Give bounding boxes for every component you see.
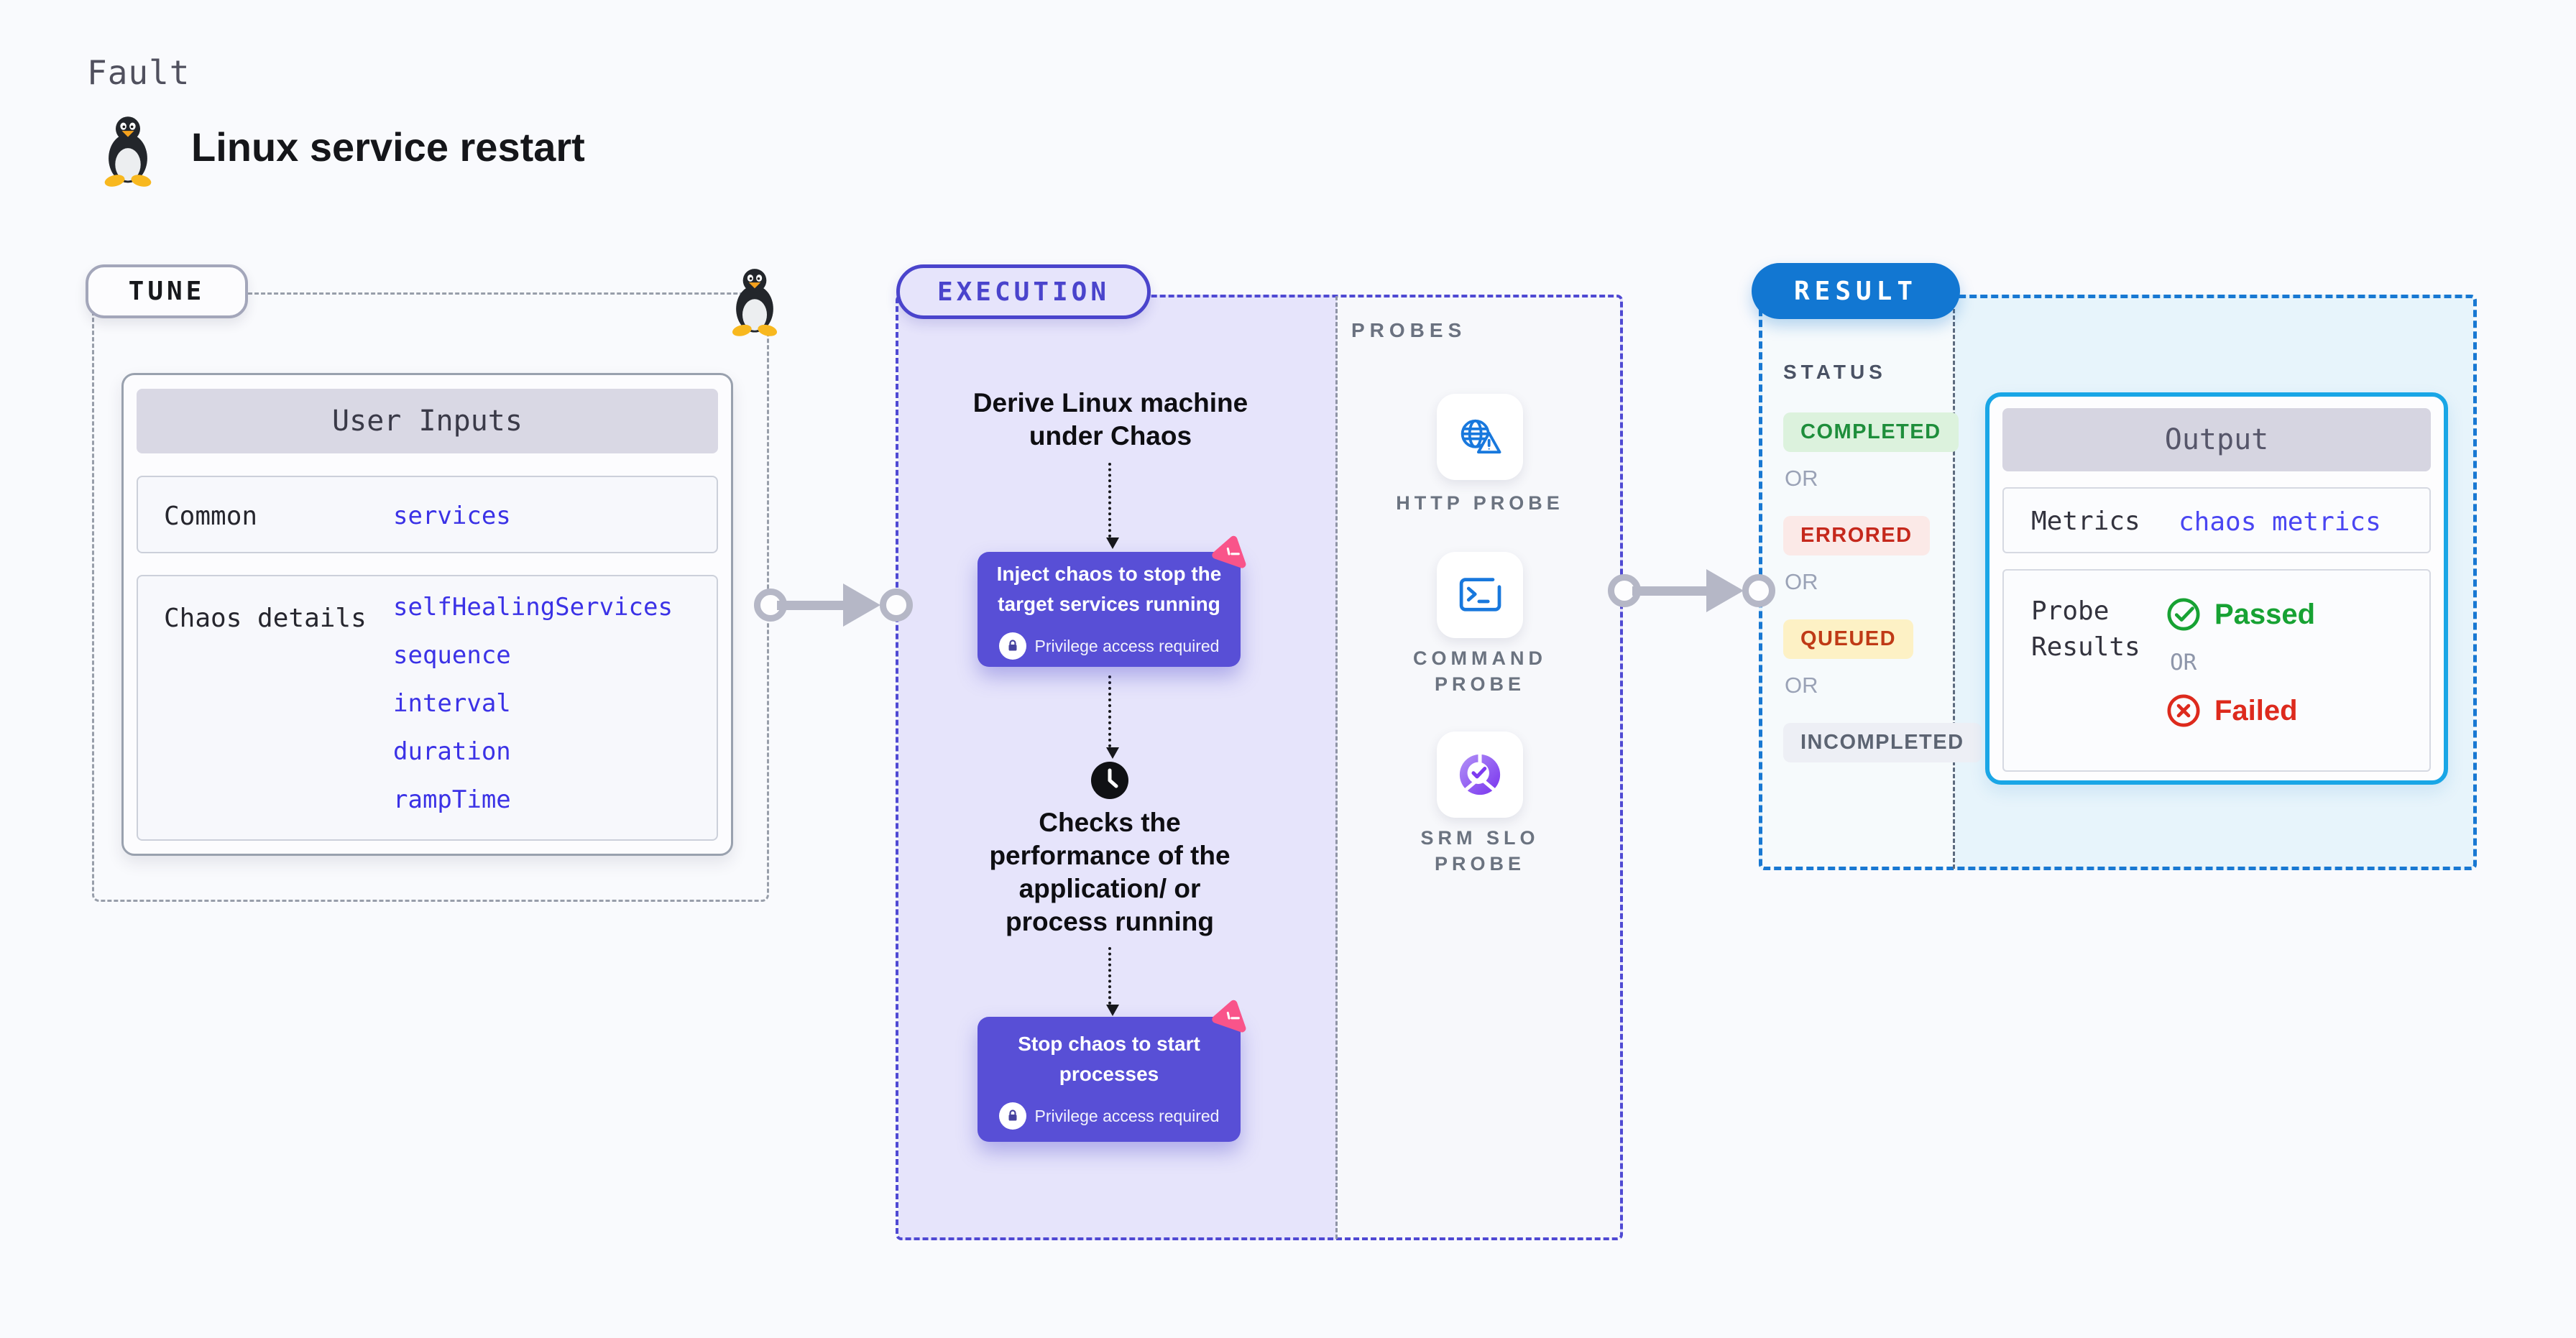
probe-results-label: Probe Results bbox=[2031, 596, 2140, 662]
result-inner-divider bbox=[1953, 296, 1955, 869]
privilege-badge-label: Privilege access required bbox=[1034, 1106, 1220, 1125]
probe-results-row: Probe Results Passed OR Failed bbox=[2002, 569, 2431, 772]
tune-pill: TUNE bbox=[86, 264, 248, 318]
row-value: duration bbox=[393, 737, 511, 766]
row-label: Common bbox=[164, 501, 258, 531]
status-badge-queued: QUEUED bbox=[1783, 619, 1914, 659]
arrow-head bbox=[1706, 569, 1744, 612]
lock-icon bbox=[998, 632, 1026, 660]
down-arrow bbox=[1106, 463, 1119, 549]
srm-slo-probe-label: SRM SLO PROBE bbox=[1420, 827, 1540, 875]
connector-dot bbox=[880, 589, 913, 622]
connector-dot bbox=[1742, 574, 1775, 607]
failed-label: Failed bbox=[2214, 694, 2298, 726]
tux-penguin-icon bbox=[104, 116, 152, 187]
inject-chaos-title: Inject chaos to stop the target services… bbox=[996, 563, 1222, 615]
row-value: services bbox=[393, 502, 511, 530]
terminal-icon bbox=[1459, 578, 1501, 612]
privilege-badge: Privilege access required bbox=[998, 632, 1220, 660]
probe-results-values: Passed OR Failed bbox=[2166, 596, 2315, 729]
arrow-head bbox=[843, 583, 880, 627]
metrics-label: Metrics bbox=[2031, 507, 2140, 536]
chaos-logo-icon bbox=[1212, 535, 1246, 568]
srm-slo-probe-card bbox=[1437, 732, 1523, 818]
arrow-shaft bbox=[777, 601, 849, 610]
checks-step-text: Checks the performance of the applicatio… bbox=[989, 808, 1230, 936]
check-circle-icon bbox=[2167, 598, 2200, 631]
arrow-shaft bbox=[1632, 586, 1713, 596]
lock-icon bbox=[998, 1102, 1026, 1130]
status-badge-incompleted: INCOMPLETED bbox=[1783, 723, 1982, 762]
row-label: Chaos details bbox=[164, 604, 367, 633]
inject-chaos-box: Inject chaos to stop the target services… bbox=[978, 552, 1241, 667]
user-inputs-row-common: Common services bbox=[137, 476, 718, 553]
output-header: Output bbox=[2002, 408, 2431, 471]
chaos-logo-icon bbox=[1212, 1000, 1246, 1033]
derive-step-text: Derive Linux machine under Chaos bbox=[972, 388, 1248, 451]
page-title: Linux service restart bbox=[191, 124, 585, 170]
or-separator: OR bbox=[2170, 650, 2197, 675]
fault-kicker: Fault bbox=[87, 53, 190, 92]
metrics-row: Metrics chaos metrics bbox=[2002, 487, 2431, 553]
x-circle-icon bbox=[2167, 694, 2200, 727]
tux-penguin-icon bbox=[732, 269, 778, 336]
globe-alert-icon bbox=[1460, 419, 1501, 454]
row-values: selfHealingServices sequence interval du… bbox=[393, 591, 673, 816]
user-inputs-row-chaos-details: Chaos details selfHealingServices sequen… bbox=[137, 575, 718, 841]
stop-chaos-title: Stop chaos to start processes bbox=[1018, 1033, 1200, 1085]
privilege-badge: Privilege access required bbox=[998, 1102, 1220, 1130]
status-heading: STATUS bbox=[1783, 361, 1887, 383]
row-value: rampTime bbox=[393, 785, 511, 814]
failed-item: Failed bbox=[2166, 693, 2315, 729]
or-separator: OR bbox=[1785, 569, 1818, 594]
row-value: interval bbox=[393, 689, 511, 718]
passed-label: Passed bbox=[2214, 598, 2316, 630]
or-separator: OR bbox=[1785, 466, 1818, 491]
slo-donut-check-icon bbox=[1459, 752, 1501, 795]
result-pill: RESULT bbox=[1752, 263, 1960, 319]
probes-heading: PROBES bbox=[1351, 319, 1467, 341]
user-inputs-header: User Inputs bbox=[137, 389, 718, 453]
command-probe-card bbox=[1437, 552, 1523, 638]
execution-probes-divider bbox=[1335, 296, 1338, 1239]
arrow-execution-to-result bbox=[1608, 560, 1795, 621]
or-separator: OR bbox=[1785, 673, 1818, 698]
down-arrow bbox=[1106, 675, 1119, 759]
http-probe-label: HTTP PROBE bbox=[1396, 492, 1564, 514]
http-probe-card bbox=[1437, 394, 1523, 480]
arrow-tune-to-execution bbox=[754, 575, 941, 635]
status-badge-errored: ERRORED bbox=[1783, 516, 1930, 555]
stop-chaos-box: Stop chaos to start processes Privilege … bbox=[978, 1017, 1241, 1142]
metrics-value: chaos metrics bbox=[2179, 507, 2381, 537]
row-value: sequence bbox=[393, 641, 511, 670]
passed-item: Passed bbox=[2166, 596, 2315, 632]
clock-icon bbox=[1091, 762, 1128, 799]
down-arrow bbox=[1106, 947, 1119, 1016]
command-probe-label: COMMAND PROBE bbox=[1413, 647, 1547, 695]
privilege-badge-label: Privilege access required bbox=[1034, 636, 1220, 655]
row-value: selfHealingServices bbox=[393, 593, 673, 622]
execution-pill: EXECUTION bbox=[896, 264, 1151, 319]
status-badge-completed: COMPLETED bbox=[1783, 412, 1959, 452]
